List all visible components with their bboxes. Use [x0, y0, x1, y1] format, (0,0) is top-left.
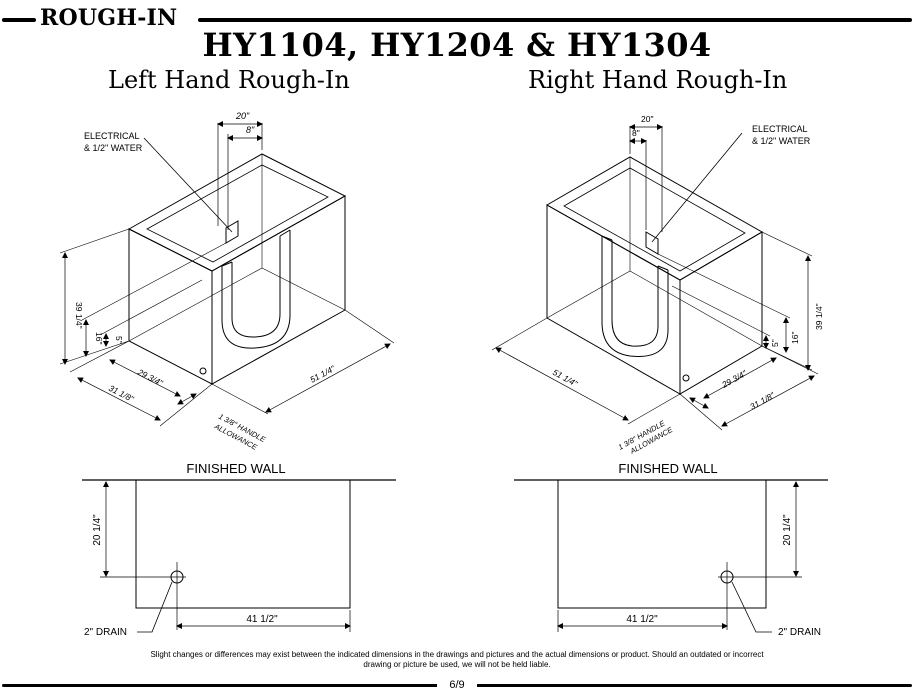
right-label-depth-inner: 29 3/4"	[719, 368, 749, 391]
left-utility-box	[225, 220, 239, 244]
left-tub-top	[127, 153, 347, 272]
right-callout-leader	[651, 132, 743, 243]
right-callout-line1: ELECTRICAL	[752, 124, 808, 134]
left-dim-handle-ext-a	[211, 383, 269, 415]
left-label-top-narrow: 8"	[246, 125, 255, 135]
left-dim-depth-ext-b	[159, 383, 213, 427]
right-label-top-narrow: 8"	[632, 128, 640, 138]
left-door-top-a	[221, 261, 233, 267]
right-tub-isometric	[491, 124, 819, 431]
disclaimer: Slight changes or differences may exist …	[150, 650, 764, 669]
left-tub-isometric	[59, 121, 395, 427]
header-rule-right	[198, 18, 912, 22]
left-dim-h-low-ext	[101, 279, 203, 335]
right-plan-view	[514, 479, 828, 633]
right-heading: Right Hand Rough-In	[528, 66, 788, 94]
right-door-top-a	[601, 235, 613, 241]
left-dim-length	[265, 343, 391, 413]
left-door-inner	[231, 236, 281, 338]
right-plan-depth-label: 20 1/4"	[782, 514, 793, 546]
left-drain-label: 2" DRAIN	[84, 627, 127, 638]
right-wall-label: FINISHED WALL	[618, 461, 717, 476]
right-door-outer	[601, 236, 669, 357]
page-number: 6/9	[437, 679, 477, 691]
right-dim-h-total-ext-a	[761, 231, 813, 257]
right-door-inner	[611, 240, 659, 347]
left-dim-h-mid-ext	[81, 242, 227, 321]
right-drain-hole	[682, 374, 690, 382]
left-heading: Left Hand Rough-In	[108, 66, 350, 94]
left-callout-line1: ELECTRICAL	[84, 131, 140, 141]
left-plan-length-label: 41 1/2"	[246, 614, 278, 625]
left-dim-depth-ext-a	[69, 340, 130, 373]
left-label-depth-inner: 29 3/4"	[135, 366, 165, 388]
left-dim-h-base-ext	[59, 340, 130, 365]
right-tub-outline	[557, 480, 767, 609]
left-tub-basin	[146, 164, 329, 263]
right-label-height-total: 39 1/4"	[814, 303, 824, 330]
left-tub-hidden-edge-a	[128, 267, 263, 342]
left-door-outer	[221, 230, 291, 349]
left-dim-depth-outer	[77, 377, 161, 421]
left-drain-hole	[199, 367, 207, 375]
right-dim-depth-ext-b	[761, 345, 819, 375]
right-callout-line2: & 1/2" WATER	[752, 136, 811, 146]
right-dim-h-low-ext	[671, 285, 771, 337]
left-label-top-wide: 20"	[235, 111, 250, 121]
right-dim-length	[495, 347, 629, 421]
left-dim-length-ext	[344, 309, 395, 344]
right-dim-h-mid-ext	[657, 253, 791, 319]
right-dim-handle-ext	[627, 393, 681, 425]
left-plan-view	[82, 479, 396, 633]
right-dim-depth-ext-a	[679, 393, 723, 431]
page-title: HY1104, HY1204 & HY1304	[202, 26, 712, 64]
left-label-depth-outer: 31 1/8"	[107, 383, 136, 404]
left-callout-line2: & 1/2" WATER	[84, 143, 143, 153]
left-label-height-low: 5"	[114, 336, 124, 344]
right-utility-box	[645, 231, 659, 255]
left-tub-outline	[135, 480, 351, 609]
right-plan-length-label: 41 1/2"	[626, 614, 658, 625]
section-label: ROUGH-IN	[40, 5, 178, 31]
right-dim-depth-outer	[721, 375, 815, 427]
left-tub-side	[128, 228, 213, 385]
right-dim-handle-line	[689, 397, 709, 409]
right-label-top-wide: 20"	[641, 114, 653, 124]
left-dim-handle-line	[177, 393, 197, 405]
right-label-height-low: 5"	[770, 339, 780, 347]
right-tub-hidden-edge-a	[546, 270, 631, 319]
left-label-height-mid: 16"	[94, 332, 104, 344]
right-drain-leader	[731, 581, 772, 633]
right-drain-label: 2" DRAIN	[778, 627, 821, 638]
left-tub-hidden-edge-b	[261, 267, 346, 311]
left-wall-label: FINISHED WALL	[186, 461, 285, 476]
right-tub-top	[545, 156, 764, 281]
right-label-height-mid: 16"	[790, 332, 800, 344]
left-label-height-total: 39 1/4"	[74, 302, 84, 329]
left-plan-depth-label: 20 1/4"	[92, 514, 103, 546]
left-dim-h-total-ext-a	[59, 228, 130, 254]
left-label-length: 51 1/4"	[308, 363, 337, 385]
right-door-top-b	[657, 265, 669, 271]
right-tub-side	[679, 231, 763, 395]
right-tub-hidden-edge-b	[629, 270, 763, 347]
header-rule-left	[2, 18, 36, 22]
right-label-depth-outer: 31 1/8"	[748, 390, 777, 412]
right-dim-length-ext	[491, 317, 548, 351]
left-callout-leader	[143, 137, 233, 233]
left-door-top-b	[279, 229, 291, 237]
right-tub-basin	[563, 167, 746, 272]
left-drain-leader	[137, 581, 173, 633]
